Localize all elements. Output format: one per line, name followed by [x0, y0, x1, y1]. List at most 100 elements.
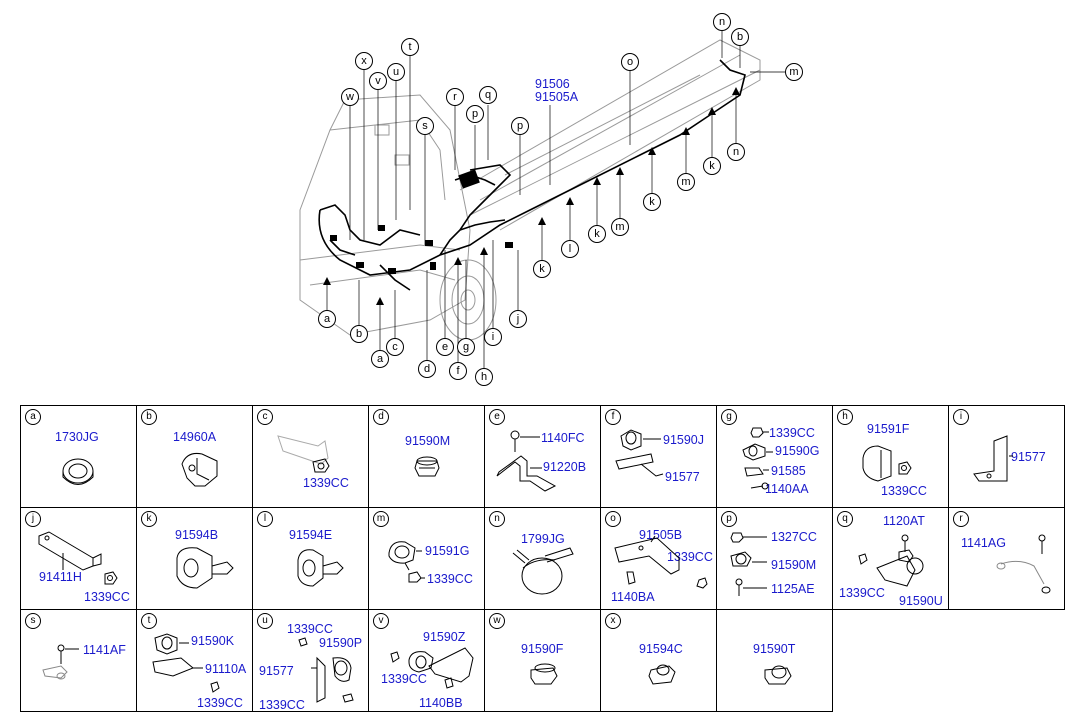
harness-part-number: 91505A [535, 90, 579, 104]
part-number: 91591F [867, 422, 910, 436]
part-cell-w: w 91590F [484, 609, 601, 712]
cell-letter: h [837, 409, 853, 425]
bracket-icon [277, 435, 330, 473]
cell-letter: i [953, 409, 969, 425]
cell-letter: g [721, 409, 737, 425]
part-cell-c: c 1339CC [252, 405, 369, 508]
callout-k: k [703, 157, 721, 175]
part-number: 1140FC [541, 431, 585, 445]
part-number: 91590Z [423, 630, 466, 644]
callout-o: o [621, 53, 639, 71]
cell-letter: m [373, 511, 389, 527]
part-cell-t: t 91590K 91110A 1339CC [136, 609, 253, 712]
cell-letter: d [373, 409, 389, 425]
callout-k: k [588, 225, 606, 243]
part-cell-m: m 91591G 1339CC [368, 507, 485, 610]
cell-letter: e [489, 409, 505, 425]
clip-icon [176, 547, 234, 589]
callout-v: v [369, 72, 387, 90]
cell-letter: r [953, 511, 969, 527]
part-number: 91590U [899, 594, 943, 608]
bracket-icon [614, 535, 708, 589]
part-number: 91594B [175, 528, 219, 542]
part-cell-g: g 1339CC 91590G 91585 1140AA [716, 405, 833, 508]
part-number: 1339CC [287, 622, 333, 636]
callout-m: m [785, 63, 803, 81]
part-cell-j: j 91411H 1339CC [20, 507, 137, 610]
cable-tie-icon [512, 547, 574, 595]
clamp-icon [648, 664, 676, 685]
clip-icon [297, 549, 344, 587]
callout-p: p [466, 105, 484, 123]
clamp-icon [530, 663, 558, 685]
cell-letter: x [605, 613, 621, 629]
part-number: 1339CC [381, 672, 427, 686]
callout-q: q [479, 86, 497, 104]
part-cell-o: o 91505B 1339CC 1140BA [600, 507, 717, 610]
cell-letter: j [25, 511, 41, 527]
bracket-icon [38, 531, 118, 585]
part-cell-l: l 91594E [252, 507, 369, 610]
part-number: 1339CC [839, 586, 885, 600]
cell-letter: q [837, 511, 853, 527]
part-cell-d: d 91590M [368, 405, 485, 508]
callout-i: i [484, 328, 502, 346]
part-cell-a: a 1730JG [20, 405, 137, 508]
callout-b: b [350, 325, 368, 343]
callout-d: d [418, 360, 436, 378]
part-cell-q: q 1120AT 1339CC 91590U [832, 507, 949, 610]
truck-harness-diagram: 91506 91505A a b a c d e f g h i j k l k… [299, 13, 803, 386]
cell-letter: u [257, 613, 273, 629]
part-cell-u: u 1339CC 91590P 91577 1339CC [252, 609, 369, 712]
part-number: 1339CC [197, 696, 243, 710]
part-number: 1339CC [427, 572, 473, 586]
part-number: 91411H [39, 570, 82, 584]
clamp-assembly-icon [730, 532, 767, 596]
part-cell-blank: 91590T [716, 609, 833, 712]
part-number: 91505B [639, 528, 683, 542]
clamp-bracket-icon [858, 534, 924, 587]
callout-l: l [561, 240, 579, 258]
clamp-bracket-icon [390, 647, 474, 689]
clamp-bracket-icon [152, 633, 220, 693]
cell-letter: p [721, 511, 737, 527]
part-number: 1339CC [769, 426, 815, 440]
clip-icon [181, 453, 218, 487]
part-number: 91591G [425, 544, 470, 558]
cell-letter: v [373, 613, 389, 629]
part-number: 1339CC [667, 550, 713, 564]
part-number: 1339CC [303, 476, 349, 490]
part-cell-e: e 1140FC 91220B [484, 405, 601, 508]
part-number: 91590P [319, 636, 363, 650]
callout-w: w [341, 88, 359, 106]
cell-letter: s [25, 613, 41, 629]
part-number: 14960A [173, 430, 217, 444]
part-number: 91590M [771, 558, 817, 572]
part-number: 91577 [665, 470, 700, 484]
part-cell-h: h 91591F 1339CC [832, 405, 949, 508]
callout-e: e [436, 338, 454, 356]
callout-a: a [318, 310, 336, 328]
part-number: 1141AF [83, 643, 126, 657]
cell-letter: k [141, 511, 157, 527]
callout-u: u [387, 63, 405, 81]
callout-h: h [475, 368, 493, 386]
grommet-icon [62, 458, 94, 485]
cell-letter: o [605, 511, 621, 527]
clamp-icon [414, 456, 440, 477]
part-number: 91590F [521, 642, 564, 656]
part-number: 91594E [289, 528, 333, 542]
part-number: 91590G [775, 444, 820, 458]
callout-n: n [727, 143, 745, 161]
part-number: 91577 [1011, 450, 1046, 464]
cell-letter: n [489, 511, 505, 527]
bracket-icon [973, 435, 1013, 482]
part-number: 1140BB [419, 696, 463, 710]
part-number: 1120AT [883, 514, 925, 528]
callout-m: m [611, 218, 629, 236]
ground-bolt-icon [42, 644, 79, 680]
callout-g: g [457, 338, 475, 356]
cell-letter: t [141, 613, 157, 629]
part-number: 91110A [205, 662, 247, 676]
part-cell-n: n 1799JG [484, 507, 601, 610]
